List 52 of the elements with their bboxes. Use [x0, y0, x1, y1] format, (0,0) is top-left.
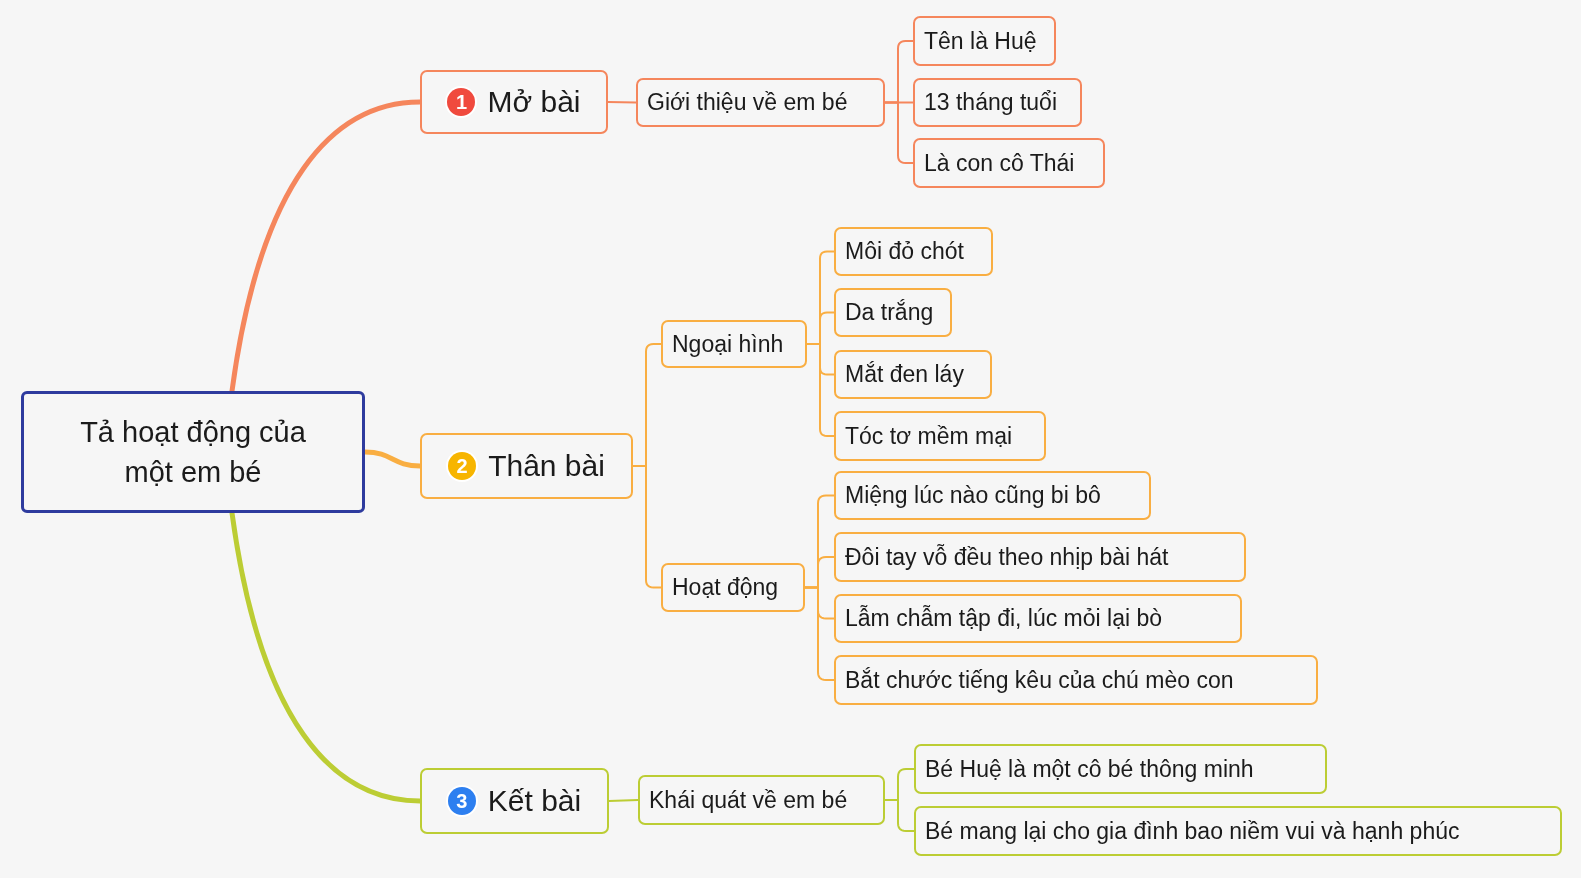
connector-line: [884, 799, 915, 832]
idea-text: Đôi tay vỗ đều theo nhịp bài hát: [845, 543, 1169, 571]
step-number: 1: [447, 88, 476, 116]
connector-line: [607, 101, 637, 104]
idea-box: [834, 532, 1246, 582]
section-title: Kết bài: [487, 784, 582, 818]
idea-box: [661, 563, 805, 612]
section-box: [420, 433, 633, 499]
idea-box: [661, 320, 807, 368]
idea-box: [914, 744, 1327, 794]
idea-box: [913, 78, 1082, 127]
idea-text: Tên là Huệ: [924, 27, 1037, 55]
section-box: [420, 70, 608, 134]
connector-line: [632, 465, 662, 589]
idea-box: [914, 806, 1562, 856]
idea-text: Môi đỏ chót: [845, 238, 964, 265]
idea-text: Ngoại hình: [672, 330, 784, 358]
idea-text: 13 tháng tuổi: [924, 89, 1057, 116]
idea-text: Bắt chước tiếng kêu của chú mèo con: [845, 666, 1234, 694]
idea-text: Giới thiệu về em bé: [647, 89, 848, 116]
idea-text: Là con cô Thái: [924, 149, 1075, 177]
idea-text: Mắt đen láy: [845, 361, 964, 388]
idea-text: Bé Huệ là một cô bé thông minh: [925, 755, 1254, 783]
section-title: Thân bài: [488, 449, 605, 483]
idea-box: [636, 78, 885, 127]
idea-text: Lẫm chẫm tập đi, lúc mỏi lại bò: [845, 605, 1163, 632]
idea-box: [913, 16, 1056, 66]
idea-box: [638, 775, 885, 825]
idea-text: Khái quát về em bé: [649, 786, 848, 814]
step-number: 3: [447, 787, 476, 815]
section-title: Mở bài: [487, 85, 581, 119]
idea-text: Bé mang lại cho gia đình bao niềm vui và hạnh phúc: [925, 817, 1460, 845]
step-number: 2: [448, 452, 477, 480]
connector-line: [884, 101, 914, 164]
idea-box: [913, 138, 1105, 188]
idea-box: [834, 350, 992, 399]
idea-box: [834, 288, 952, 337]
idea-box: [834, 227, 993, 276]
idea-text: Tóc tơ mềm mại: [845, 422, 1013, 450]
connector-line: [608, 799, 639, 802]
topic-title: Tả hoạt động của một em bé: [79, 415, 307, 490]
idea-box: [834, 471, 1151, 520]
idea-text: Hoạt động: [672, 574, 779, 601]
idea-box: [834, 655, 1318, 705]
section-box: [420, 768, 609, 834]
central-topic-box: [21, 391, 365, 513]
idea-box: [834, 411, 1046, 461]
idea-text: Miệng lúc nào cũng bi bô: [845, 482, 1101, 509]
connector-line: [804, 586, 835, 681]
idea-box: [834, 594, 1242, 643]
idea-text: Da trắng: [845, 299, 934, 326]
connector-line: [806, 343, 835, 437]
